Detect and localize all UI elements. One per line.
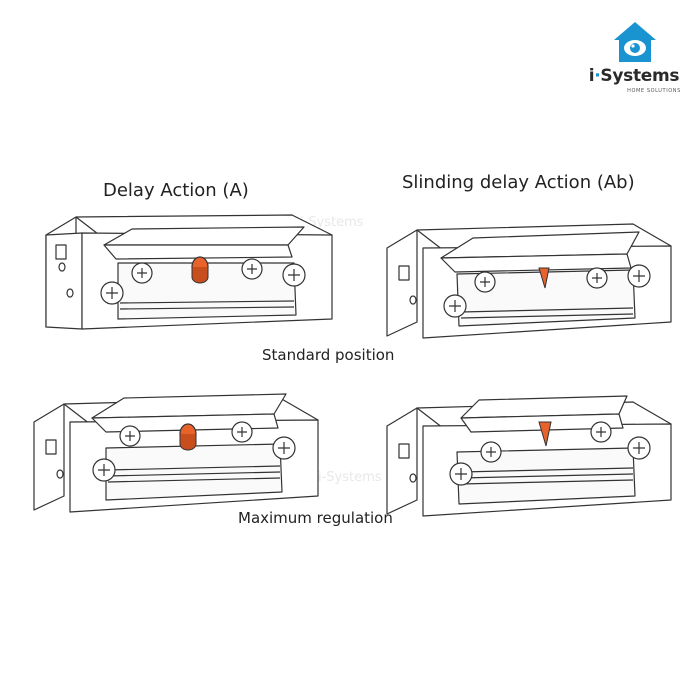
lock-delay-action-standard xyxy=(42,205,333,340)
strike-lock-drawing xyxy=(386,395,672,517)
caption-standard-position: Standard position xyxy=(262,346,395,364)
delay-adjuster-pin xyxy=(179,423,197,451)
lock-sliding-delay-standard xyxy=(383,210,673,345)
brand-logo: i·Systems HOME SOLUTIONS xyxy=(582,20,686,102)
caption-maximum-regulation: Maximum regulation xyxy=(238,509,393,527)
strike-lock-drawing xyxy=(45,214,333,330)
heading-sliding-delay-action: Slinding delay Action (Ab) xyxy=(402,172,635,193)
delay-adjuster-pin xyxy=(191,256,209,284)
heading-delay-action: Delay Action (A) xyxy=(103,180,249,201)
brand-tagline: HOME SOLUTIONS xyxy=(627,88,681,94)
lock-delay-action-maximum xyxy=(30,384,320,519)
delay-adjuster-slider xyxy=(538,267,550,289)
lock-sliding-delay-maximum xyxy=(383,388,673,523)
strike-lock-drawing xyxy=(386,223,672,339)
brand-name: i·Systems xyxy=(588,66,680,86)
watermark: i-Systems xyxy=(300,215,364,230)
watermark: i-Systems xyxy=(318,470,382,485)
strike-lock-drawing xyxy=(33,393,319,513)
delay-adjuster-slider xyxy=(538,421,552,447)
house-eye-icon xyxy=(614,22,656,62)
